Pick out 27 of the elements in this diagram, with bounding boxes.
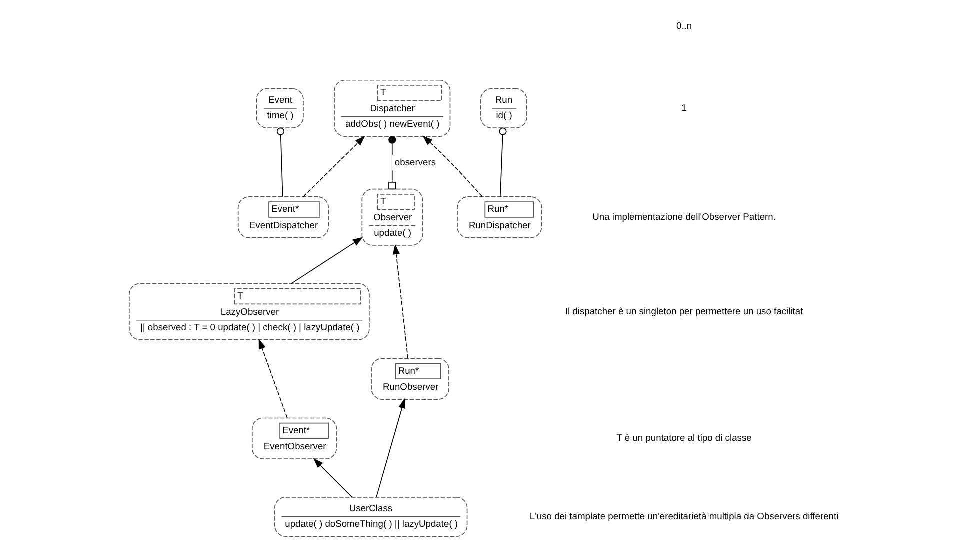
node-box: Event* EventObserver bbox=[252, 418, 338, 460]
node-box: Run* RunDispatcher bbox=[457, 196, 542, 238]
connector bbox=[276, 128, 285, 198]
label: Il dispatcher è un singleton per permettere un uso facilitat bbox=[565, 306, 804, 316]
node-box: T Dispatcher addObs( ) newEvent( ) bbox=[334, 80, 451, 137]
label: 0..n bbox=[676, 21, 692, 32]
node-box: Event* EventDispatcher bbox=[238, 196, 329, 238]
label: Una implementazione dell'Observer Pattern. bbox=[592, 212, 776, 222]
arrow bbox=[392, 244, 408, 360]
arrow bbox=[303, 136, 366, 198]
node-box: T LazyObserver || observed : T = 0 update( ) | check( ) | lazyUpdate( ) bbox=[128, 283, 370, 340]
arrow bbox=[376, 398, 406, 498]
connector bbox=[388, 136, 396, 190]
label: 1 bbox=[682, 102, 687, 113]
node-box: Run* RunObserver bbox=[371, 358, 450, 400]
label: T è un puntatore al tipo di classe bbox=[616, 433, 752, 444]
arrow bbox=[313, 458, 353, 498]
node-box: UserClass update( ) doSomeThing( ) || lazyUpdate( ) bbox=[274, 496, 468, 537]
arrow bbox=[291, 237, 364, 284]
arrow bbox=[258, 338, 288, 418]
node-box: Run id( ) bbox=[480, 88, 528, 128]
label: L'uso dei tamplate permette un'ereditarietà multipla da Observers differenti bbox=[530, 511, 839, 522]
edge-label: observers bbox=[394, 157, 436, 168]
node-box: Event time( ) bbox=[256, 88, 304, 128]
node-box: T Observer update( ) bbox=[362, 188, 424, 246]
connector bbox=[499, 128, 507, 198]
arrow bbox=[422, 136, 483, 198]
